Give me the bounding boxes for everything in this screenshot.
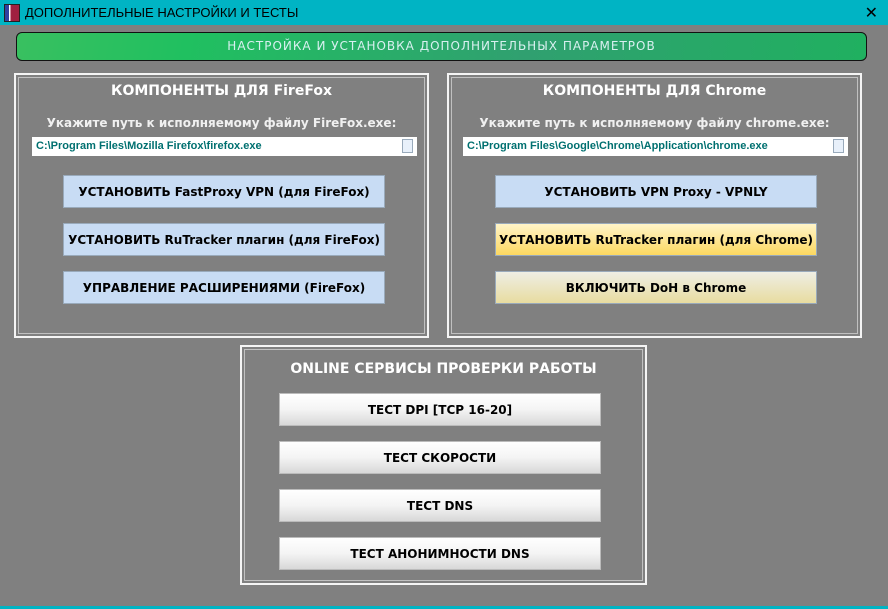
test-dns-button[interactable]: ТЕСТ DNS (279, 489, 601, 522)
test-dns-anonymity-button[interactable]: ТЕСТ АНОНИМНОСТИ DNS (279, 537, 601, 570)
path-label: Укажите путь к исполняемому файлу FireFo… (46, 116, 397, 130)
file-browse-icon[interactable] (402, 139, 413, 153)
firefox-group: КОМПОНЕНТЫ ДЛЯ FireFox Укажите путь к ис… (14, 73, 429, 338)
bottom-border (0, 606, 888, 609)
group-title: КОМПОНЕНТЫ ДЛЯ Chrome (542, 83, 767, 99)
title-bar: ДОПОЛНИТЕЛЬНЫЕ НАСТРОЙКИ И ТЕСТЫ ✕ (0, 0, 888, 25)
enable-doh-button[interactable]: ВКЛЮЧИТЬ DoH в Chrome (495, 271, 817, 304)
path-value: C:\Program Files\Google\Chrome\Applicati… (467, 140, 768, 152)
test-dpi-button[interactable]: ТЕСТ DPI [TCP 16-20] (279, 393, 601, 426)
install-rutracker-firefox-button[interactable]: УСТАНОВИТЬ RuTracker плагин (для FireFox… (63, 223, 385, 256)
group-title: КОМПОНЕНТЫ ДЛЯ FireFox (111, 83, 332, 99)
path-value: C:\Program Files\Mozilla Firefox\firefox… (36, 140, 262, 152)
chrome-group: КОМПОНЕНТЫ ДЛЯ Chrome Укажите путь к исп… (447, 73, 862, 338)
close-icon[interactable]: ✕ (864, 3, 878, 22)
header-banner: НАСТРОЙКА И УСТАНОВКА ДОПОЛНИТЕЛЬНЫХ ПАР… (16, 32, 867, 61)
window-title: ДОПОЛНИТЕЛЬНЫЕ НАСТРОЙКИ И ТЕСТЫ (25, 5, 299, 20)
install-fastproxy-button[interactable]: УСТАНОВИТЬ FastProxy VPN (для FireFox) (63, 175, 385, 208)
file-browse-icon[interactable] (833, 139, 844, 153)
online-group: ONLINE СЕРВИСЫ ПРОВЕРКИ РАБОТЫ ТЕСТ DPI … (240, 345, 647, 585)
path-label: Укажите путь к исполняемому файлу chrome… (479, 116, 830, 130)
app-icon (4, 3, 20, 22)
manage-extensions-button[interactable]: УПРАВЛЕНИЕ РАСШИРЕНИЯМИ (FireFox) (63, 271, 385, 304)
chrome-path-input[interactable]: C:\Program Files\Google\Chrome\Applicati… (463, 137, 848, 156)
install-vpnly-button[interactable]: УСТАНОВИТЬ VPN Proxy - VPNLY (495, 175, 817, 208)
test-speed-button[interactable]: ТЕСТ СКОРОСТИ (279, 441, 601, 474)
group-title: ONLINE СЕРВИСЫ ПРОВЕРКИ РАБОТЫ (290, 361, 597, 377)
firefox-path-input[interactable]: C:\Program Files\Mozilla Firefox\firefox… (32, 137, 417, 156)
install-rutracker-chrome-button[interactable]: УСТАНОВИТЬ RuTracker плагин (для Chrome) (495, 223, 817, 256)
